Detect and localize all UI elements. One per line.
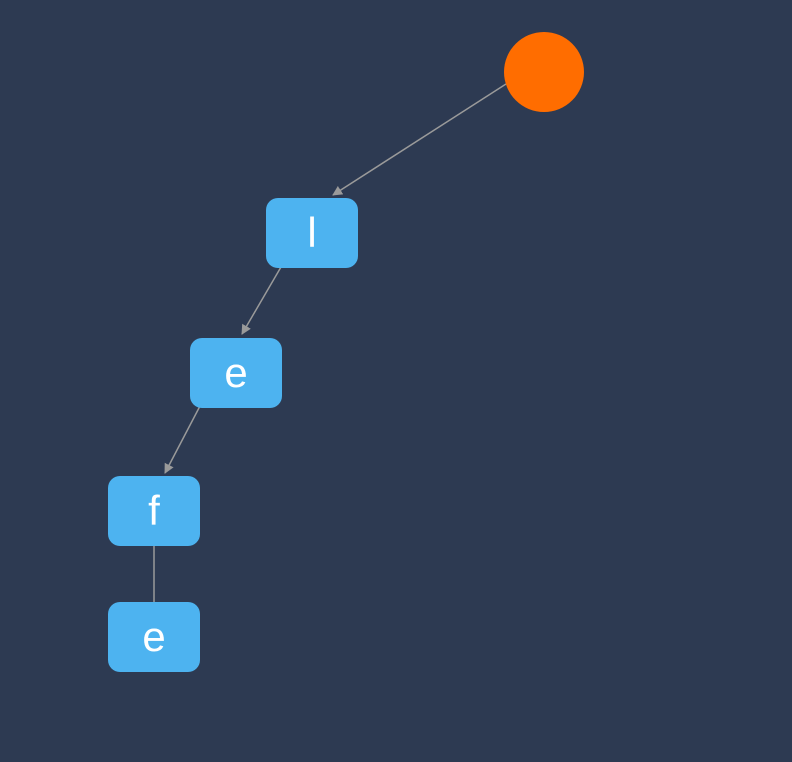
root-node[interactable]	[504, 32, 584, 112]
edge-l-to-e	[241, 266, 282, 335]
tree-node-l[interactable]: l	[266, 198, 358, 268]
edge-root-to-l	[332, 83, 507, 196]
tree-node-f[interactable]: f	[108, 476, 200, 546]
tree-node-e-leaf[interactable]: e	[108, 602, 200, 672]
tree-node-e[interactable]: e	[190, 338, 282, 408]
edge-e-to-f	[164, 405, 201, 474]
